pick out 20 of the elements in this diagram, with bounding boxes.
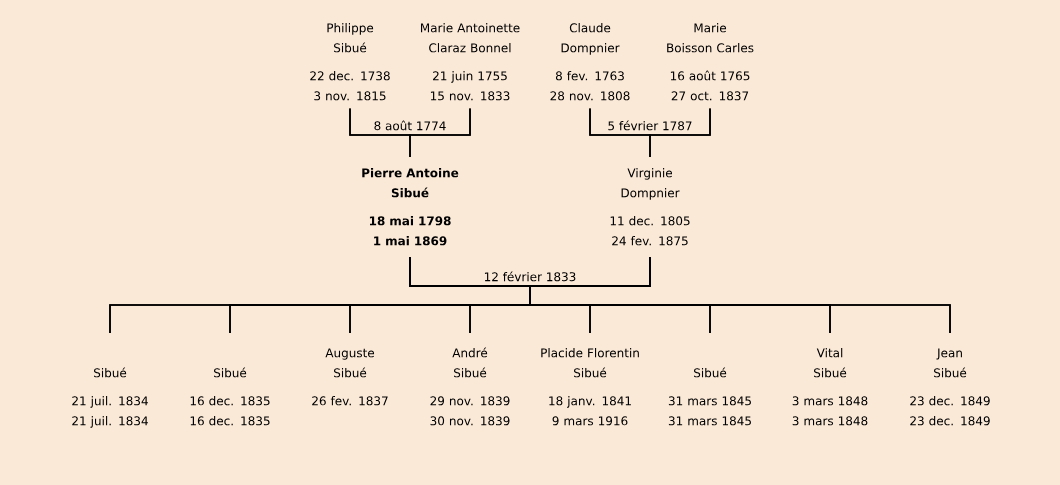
person-entry: André Sibué 29 nov. 1839 30 nov. 1839 xyxy=(430,347,510,426)
person-entry: Auguste Sibué 26 fev. 1837 xyxy=(312,348,388,406)
person-entry: Placide Florentin Sibué 18 janv. 1841 9 mars 1916 xyxy=(541,348,639,426)
person-entry: Jean Sibué 23 dec. 1849 23 dec. 1849 xyxy=(910,348,990,426)
descent-line xyxy=(529,256,951,334)
person-entry: Pierre Antoine Sibué 18 mai 1798 1 mai 1869 xyxy=(362,168,459,246)
person-entry: Virginie Dompnier 11 dec. 1805 24 fev. 1875 xyxy=(610,168,690,246)
descent-line xyxy=(409,107,471,158)
person-entry: Sibué 21 juil. 1834 21 juil. 1834 xyxy=(72,367,148,428)
person-entry: Sibué 16 dec. 1835 16 dec. 1835 xyxy=(190,367,270,426)
person-entry: Philippe Sibué 22 dec. 1738 3 nov. 1815 xyxy=(310,23,390,101)
person-entry: Claude Dompnier 8 fev. 1763 28 nov. 1808 xyxy=(550,23,630,101)
person-entry: Marie Boisson Carles 16 août 1765 27 oct. 1837 xyxy=(667,23,754,101)
person-entry: Sibué 31 mars 1845 31 mars 1845 xyxy=(668,367,751,426)
marriage-date: 5 février 1787 xyxy=(605,119,695,132)
descent-line xyxy=(649,107,711,158)
person-entry: Vital Sibué 3 mars 1848 3 mars 1848 xyxy=(792,348,868,426)
person-entry: Marie Antoinette Claraz Bonnel 21 juin 1755 15 nov. 1833 xyxy=(421,23,520,101)
marriage-date: 8 août 1774 xyxy=(372,119,448,132)
marriage-date: 12 février 1833 xyxy=(482,270,578,283)
